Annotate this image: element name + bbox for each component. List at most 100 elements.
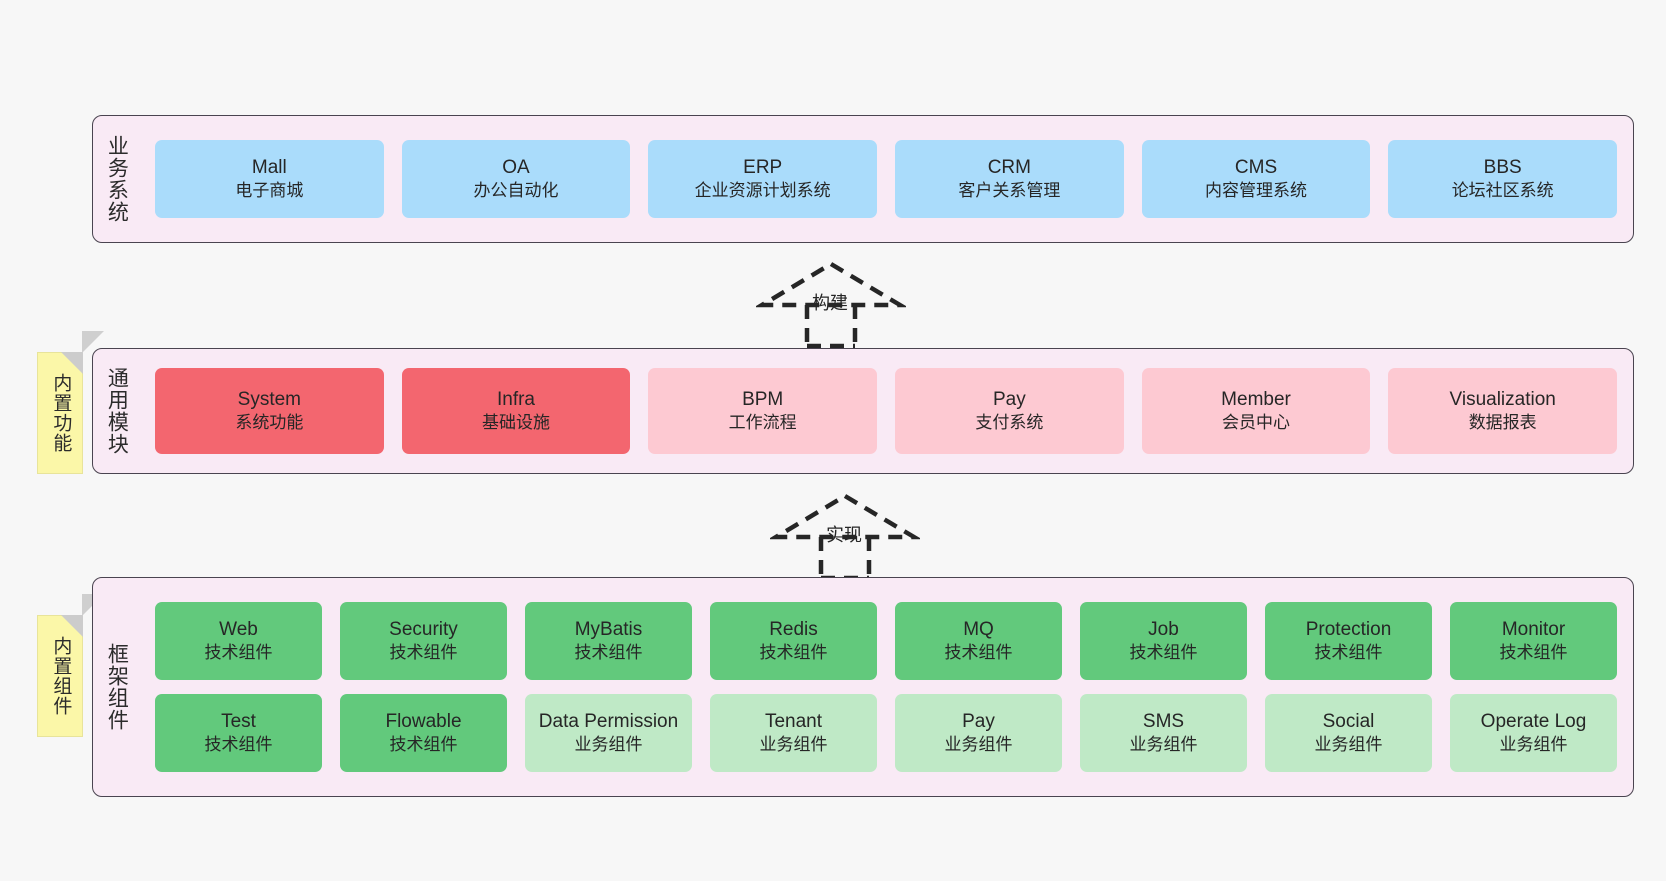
node-subtitle: 企业资源计划系统 <box>694 181 831 201</box>
node-subtitle: 数据报表 <box>1468 413 1537 433</box>
node-subtitle: 业务组件 <box>574 735 643 755</box>
node-pay-module[interactable]: Pay 支付系统 <box>895 368 1124 454</box>
node-subtitle: 技术组件 <box>574 643 643 663</box>
node-visualization[interactable]: Visualization 数据报表 <box>1388 368 1618 454</box>
node-title: MQ <box>963 619 994 641</box>
node-member[interactable]: Member 会员中心 <box>1141 368 1371 454</box>
node-title: Protection <box>1305 619 1392 641</box>
node-title: BPM <box>742 389 784 411</box>
note-builtin-components: 内置组件 <box>37 615 83 737</box>
node-operate-log[interactable]: Operate Log 业务组件 <box>1450 694 1617 772</box>
node-subtitle: 技术组件 <box>389 643 458 663</box>
node-title: System <box>237 389 302 411</box>
node-test[interactable]: Test 技术组件 <box>155 694 322 772</box>
node-subtitle: 业务组件 <box>1499 735 1568 755</box>
node-crm[interactable]: CRM 客户关系管理 <box>895 140 1124 218</box>
section-body-common-modules: System 系统功能 Infra 基础设施 BPM 工作流程 Pay 支付系统… <box>139 349 1633 473</box>
node-mq[interactable]: MQ 技术组件 <box>895 602 1062 680</box>
node-row: System 系统功能 Infra 基础设施 BPM 工作流程 Pay 支付系统… <box>155 368 1618 454</box>
node-title: Security <box>389 619 458 641</box>
node-title: Infra <box>496 389 536 411</box>
node-row: Mall 电子商城 OA 办公自动化 ERP 企业资源计划系统 CRM 客户关系… <box>155 140 1618 218</box>
node-redis[interactable]: Redis 技术组件 <box>710 602 877 680</box>
node-security[interactable]: Security 技术组件 <box>340 602 507 680</box>
node-title: SMS <box>1142 711 1185 733</box>
node-title: Monitor <box>1501 619 1566 641</box>
node-subtitle: 技术组件 <box>204 643 273 663</box>
node-subtitle: 支付系统 <box>975 413 1044 433</box>
node-title: ERP <box>743 157 783 179</box>
node-title: MyBatis <box>574 619 643 641</box>
node-title: Redis <box>769 619 818 641</box>
note-fold-corner-icon <box>61 352 83 374</box>
section-business-systems: 业务系统 Mall 电子商城 OA 办公自动化 ERP 企业资源计划系统 CRM… <box>92 115 1634 243</box>
node-subtitle: 客户关系管理 <box>958 181 1061 201</box>
node-cms[interactable]: CMS 内容管理系统 <box>1141 140 1371 218</box>
section-title-framework-components: 框架组件 <box>105 643 129 731</box>
node-mall[interactable]: Mall 电子商城 <box>155 140 384 218</box>
node-title: CMS <box>1234 157 1278 179</box>
node-title: Web <box>219 619 258 641</box>
node-bpm[interactable]: BPM 工作流程 <box>648 368 878 454</box>
node-social[interactable]: Social 业务组件 <box>1265 694 1432 772</box>
node-flowable[interactable]: Flowable 技术组件 <box>340 694 507 772</box>
node-title: Member <box>1221 389 1291 411</box>
connector-build-label: 构建 <box>812 293 848 313</box>
node-subtitle: 业务组件 <box>1314 735 1383 755</box>
node-protection[interactable]: Protection 技术组件 <box>1265 602 1432 680</box>
node-subtitle: 业务组件 <box>1129 735 1198 755</box>
node-title: Pay <box>992 389 1026 411</box>
node-job[interactable]: Job 技术组件 <box>1080 602 1247 680</box>
node-title: Tenant <box>764 711 823 733</box>
node-subtitle: 技术组件 <box>759 643 828 663</box>
node-pay-component[interactable]: Pay 业务组件 <box>895 694 1062 772</box>
connector-implement-label: 实现 <box>826 525 862 545</box>
node-title: Visualization <box>1449 389 1556 411</box>
section-framework-components: 框架组件 Web 技术组件 Security 技术组件 MyBatis 技术组件… <box>92 577 1634 797</box>
node-subtitle: 技术组件 <box>944 643 1013 663</box>
node-subtitle: 内容管理系统 <box>1205 181 1308 201</box>
note-fold-corner-icon <box>61 615 83 637</box>
generalization-arrow-icon <box>753 261 909 349</box>
node-sms[interactable]: SMS 业务组件 <box>1080 694 1247 772</box>
node-subtitle: 论坛社区系统 <box>1451 181 1554 201</box>
node-subtitle: 技术组件 <box>1129 643 1198 663</box>
section-body-framework-components: Web 技术组件 Security 技术组件 MyBatis 技术组件 Redi… <box>139 578 1633 796</box>
node-subtitle: 业务组件 <box>944 735 1013 755</box>
node-erp[interactable]: ERP 企业资源计划系统 <box>648 140 878 218</box>
note-builtin-features: 内置功能 <box>37 352 83 474</box>
node-infra[interactable]: Infra 基础设施 <box>401 368 631 454</box>
node-title: Operate Log <box>1480 711 1587 733</box>
connector-build-arrow <box>753 258 909 349</box>
node-title: Data Permission <box>538 711 679 733</box>
node-bbs[interactable]: BBS 论坛社区系统 <box>1388 140 1618 218</box>
node-title: Social <box>1322 711 1375 733</box>
node-tenant[interactable]: Tenant 业务组件 <box>710 694 877 772</box>
node-subtitle: 技术组件 <box>1314 643 1383 663</box>
section-common-modules: 通用模块 System 系统功能 Infra 基础设施 BPM 工作流程 Pay… <box>92 348 1634 474</box>
node-subtitle: 基础设施 <box>482 413 550 433</box>
node-title: BBS <box>1483 157 1522 179</box>
node-subtitle: 技术组件 <box>204 735 273 755</box>
node-title: Job <box>1148 619 1179 641</box>
node-monitor[interactable]: Monitor 技术组件 <box>1450 602 1617 680</box>
node-subtitle: 业务组件 <box>759 735 828 755</box>
node-subtitle: 工作流程 <box>728 413 797 433</box>
node-title: Flowable <box>385 711 462 733</box>
node-subtitle: 电子商城 <box>235 181 304 201</box>
node-subtitle: 技术组件 <box>1499 643 1568 663</box>
node-title: CRM <box>987 157 1031 179</box>
node-subtitle: 办公自动化 <box>473 181 559 201</box>
section-title-common-modules: 通用模块 <box>105 367 129 455</box>
node-web[interactable]: Web 技术组件 <box>155 602 322 680</box>
node-system[interactable]: System 系统功能 <box>155 368 384 454</box>
node-data-permission[interactable]: Data Permission 业务组件 <box>525 694 692 772</box>
section-title-business-systems: 业务系统 <box>105 135 129 223</box>
node-mybatis[interactable]: MyBatis 技术组件 <box>525 602 692 680</box>
node-subtitle: 会员中心 <box>1222 413 1291 433</box>
section-body-business-systems: Mall 电子商城 OA 办公自动化 ERP 企业资源计划系统 CRM 客户关系… <box>139 116 1633 242</box>
node-subtitle: 技术组件 <box>389 735 458 755</box>
node-oa[interactable]: OA 办公自动化 <box>401 140 631 218</box>
note-label: 内置功能 <box>50 373 72 453</box>
